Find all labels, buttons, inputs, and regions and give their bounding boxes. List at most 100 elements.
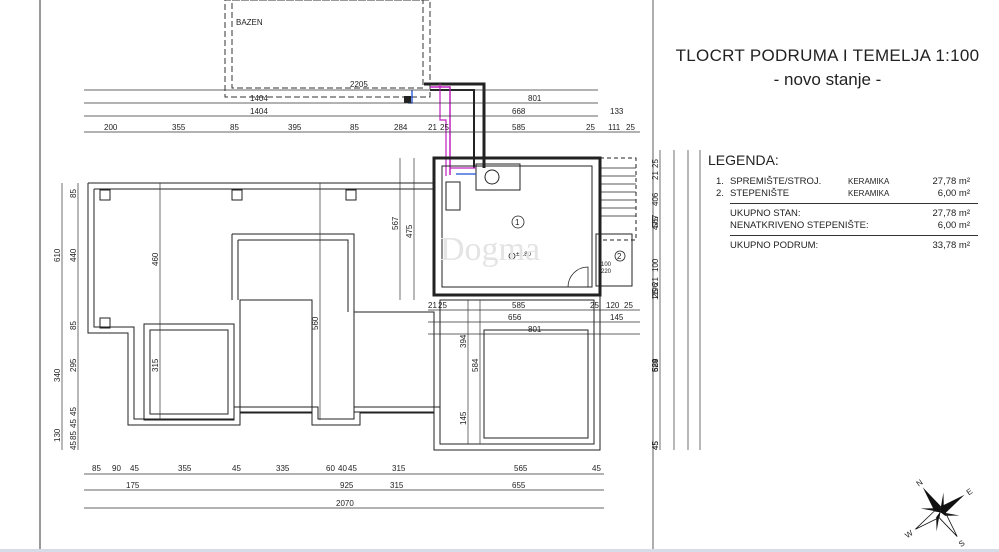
dim-567: 567 — [391, 216, 400, 230]
top-dimensions — [84, 89, 640, 133]
dim-2205: 2205 — [350, 80, 368, 89]
watermark: Dogma — [440, 231, 540, 268]
dimension-label: 45 — [592, 464, 601, 473]
dimension-label: 340 — [53, 368, 62, 382]
dimension-label: 315 — [392, 464, 406, 473]
dimension-label: 21 — [651, 277, 660, 286]
dimension-label: 284 — [394, 123, 408, 132]
stair-dim-100: 100 — [601, 262, 612, 268]
dim-656: 656 — [508, 313, 522, 322]
dimension-label: 655 — [512, 481, 526, 490]
room-mark-1: 1 — [515, 218, 520, 227]
dimension-label: 355 — [178, 464, 192, 473]
legend-total-row: UKUPNO PODRUM: 33,78 m² — [708, 240, 978, 252]
dimension-label: 335 — [276, 464, 290, 473]
dimension-label: 25 — [651, 159, 660, 168]
dim-560: 560 — [311, 316, 320, 330]
dimension-label: 25 — [626, 123, 635, 132]
dimension-label: 45 — [651, 441, 660, 450]
legend-divider — [730, 235, 978, 236]
dimension-label: 925 — [340, 481, 354, 490]
dimension-label: 200 — [104, 123, 118, 132]
dim-584: 584 — [471, 358, 480, 372]
dim-475: 475 — [405, 224, 414, 238]
pool-label: BAZEN — [236, 18, 263, 27]
dimension-label: 395 — [288, 123, 302, 132]
dimension-label: 1196 — [651, 282, 660, 300]
dimension-label: 85 — [350, 123, 359, 132]
compass-west-label: W — [903, 528, 915, 540]
drawing-title: TLOCRT PODRUMA I TEMELJA 1:100 — [675, 46, 980, 65]
compass-south-label: S — [957, 539, 967, 549]
foundation-plan — [87, 182, 601, 451]
compass-north-label: N — [915, 478, 925, 489]
dim-801-b: 801 — [528, 325, 542, 334]
dimension-label: 440 — [69, 248, 78, 262]
dimension-label: 585 — [512, 123, 526, 132]
dimension-label: 406 — [651, 192, 660, 206]
legend-divider — [730, 203, 978, 204]
dimension-label: 25 — [586, 123, 595, 132]
dim-315: 315 — [151, 358, 160, 372]
inner-dimension-lines — [159, 158, 481, 444]
dimension-label: 40 — [338, 464, 347, 473]
dimension-label: 25 — [651, 289, 660, 298]
dimension-label: 629 — [651, 358, 660, 372]
dimension-label: 25 — [438, 301, 447, 310]
dim-145-b: 145 — [610, 313, 624, 322]
dimension-label: 295 — [69, 358, 78, 372]
legend-room-material: KERAMIKA — [848, 177, 890, 186]
dimension-label: 21 — [428, 123, 437, 132]
legend-room-number: 2. — [716, 188, 724, 199]
dimension-label: 45 — [130, 464, 139, 473]
bottom-row2-dims: 175 925 315 655 — [126, 481, 526, 490]
dimension-label: 585 — [512, 301, 526, 310]
dimension-label: 85 — [230, 123, 239, 132]
dimension-label: 25 — [590, 301, 599, 310]
dim-1404-b: 1404 — [250, 107, 268, 116]
dim-460: 460 — [151, 252, 160, 266]
bottom-row3-dims: 2070 — [336, 499, 354, 508]
legend-subtotal-row: UKUPNO STAN: 27,78 m² — [708, 208, 978, 220]
dim-668: 668 — [512, 107, 526, 116]
legend-room-material: KERAMIKA — [848, 189, 890, 198]
dimension-label: 45 — [69, 441, 78, 450]
room-mark-2: 2 — [617, 252, 622, 261]
dimension-label: 25 — [440, 123, 449, 132]
dimension-label: 45 — [69, 407, 78, 416]
dimension-label: 85 — [69, 321, 78, 330]
staircase: 2 100 220 — [595, 157, 637, 287]
dimension-label: 60 — [326, 464, 335, 473]
legend-room-area: 27,78 m² — [932, 176, 971, 187]
legend-subtotal-area: 6,00 m² — [937, 220, 970, 231]
dimension-label: 45 — [651, 441, 660, 450]
dimension-label: 175 — [126, 481, 140, 490]
legend-subtotal-area: 27,78 m² — [932, 208, 971, 219]
dimension-label: 315 — [390, 481, 404, 490]
right-dimension-lines — [659, 150, 701, 450]
dimension-label: 2070 — [336, 499, 354, 508]
dimension-label: 111 — [608, 123, 621, 132]
legend: LEGENDA: 1. SPREMIŠTE/STROJ. KERAMIKA 27… — [708, 152, 978, 252]
dimension-label: 45 — [232, 464, 241, 473]
stair-dim-220: 220 — [601, 269, 612, 275]
dimension-label: 45 — [348, 464, 357, 473]
dim-1404-a: 1404 — [250, 94, 268, 103]
legend-total-name: UKUPNO PODRUM: — [730, 240, 819, 251]
basement-room: 1 ±2.80 — [432, 156, 602, 297]
dimension-label: 85 — [69, 189, 78, 198]
level-mark: ±2.80 — [516, 252, 532, 258]
legend-room-name: STEPENIŠTE — [730, 188, 790, 199]
dimension-label: 45 — [69, 419, 78, 428]
dim-394: 394 — [459, 334, 468, 348]
dimension-label: 21 — [428, 301, 437, 310]
dim-145: 145 — [459, 411, 468, 425]
dimension-label: 584 — [651, 358, 660, 372]
legend-subtotal-name: UKUPNO STAN: — [730, 208, 801, 219]
legend-subtotal-name: NENATKRIVENO STEPENIŠTE: — [730, 220, 869, 231]
legend-room-row: 2. STEPENIŠTE KERAMIKA 6,00 m² — [708, 188, 978, 200]
dimension-label: 475 — [651, 216, 660, 230]
